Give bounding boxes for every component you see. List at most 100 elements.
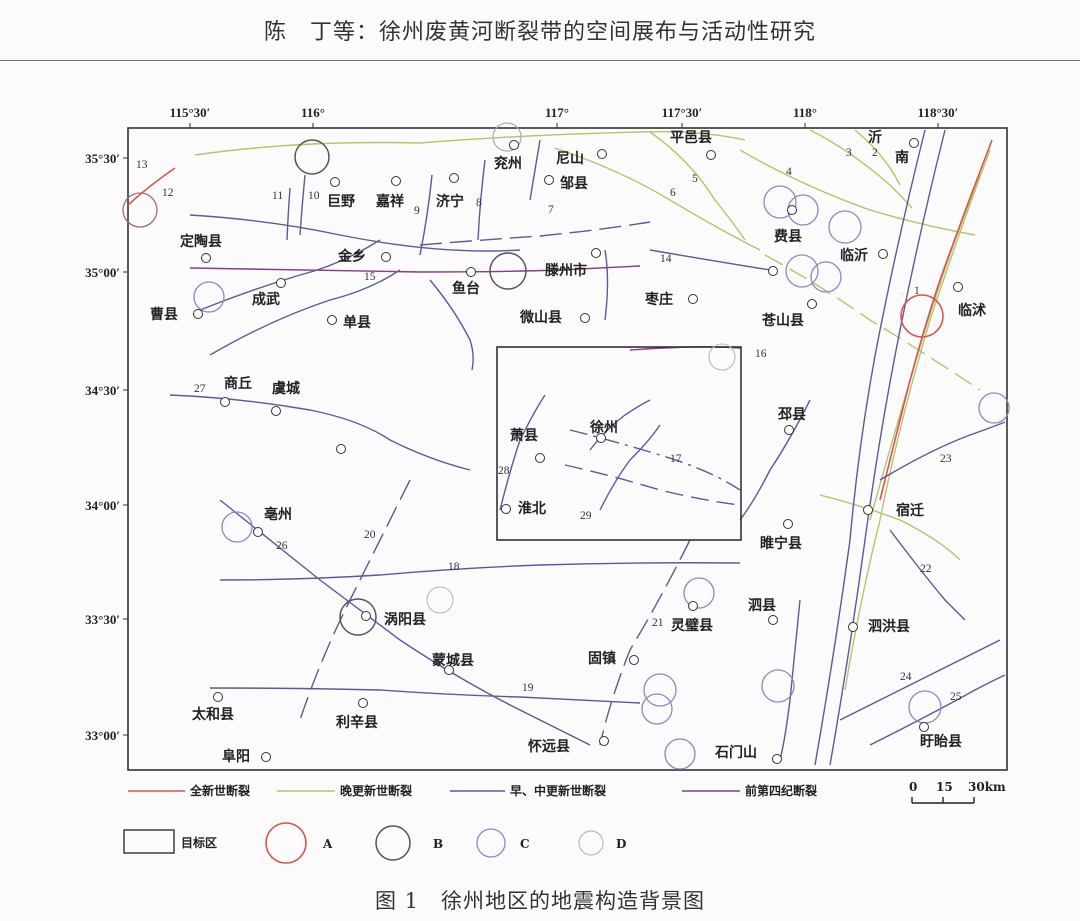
earthquake-circle-b [294,139,330,175]
place-label: 临沂 [840,247,868,264]
scale-label: 15 [936,780,953,794]
fault-number-labels: 1 2 3 4 5 6 7 8 9 10 11 12 13 14 15 16 1… [136,147,962,703]
fault-number: 3 [846,147,852,159]
lon-tick-label: 117°30′ [662,105,703,120]
fault-number: 10 [308,190,320,202]
fault-number: 5 [692,173,698,185]
place-label: 鱼台 [452,280,480,297]
place-labels: 平邑县 沂 南 兖州 尼山 邹县 巨野 嘉祥 济宁 费县 临沂 定陶县 金乡 滕… [150,129,986,765]
fault-number: 15 [364,271,376,283]
place-label: 定陶县 [180,233,222,250]
fault-number: 17 [670,453,682,465]
place-label: 金乡 [337,248,366,265]
header-rule [0,60,1080,61]
place-label: 尼山 [556,151,584,167]
fault-number: 22 [920,563,932,575]
fault-trace [599,424,661,511]
place-label: 南 [895,149,909,166]
figure-caption: 图 1 徐州地区的地震构造背景图 [374,889,706,913]
earthquake-circle-d [492,122,522,152]
fault-trace [819,494,961,561]
fault-trace [169,394,471,471]
fault-trace [419,221,651,246]
fault-number: 28 [498,465,510,477]
place-label: 滕州市 [545,262,587,279]
lon-tick-label: 116° [301,105,325,120]
earthquake-circle-b [339,598,377,636]
fault-trace [299,479,411,721]
fault-number: 20 [364,529,376,541]
legend-label: A [322,837,333,851]
fault-trace [127,167,176,206]
pre-quaternary-faults [189,265,741,351]
fault-number: 1 [914,285,920,297]
place-label: 枣庄 [644,291,673,308]
fault-trace [219,562,741,581]
legend-label: 前第四纪断裂 [745,783,817,798]
legend-circle-b [375,825,411,861]
fault-trace [564,464,741,506]
fault-trace [194,130,746,156]
place-label: 临沭 [958,302,986,319]
earthquake-circle-c [810,261,842,293]
earthquake-circle-c [641,693,673,725]
lon-axis: 115°30′ 116° 117° 117°30′ 118° 118°30′ [170,105,959,128]
place-label: 巨野 [327,194,355,210]
place-label: 灵璧县 [671,617,713,634]
legend-label: C [520,837,530,851]
legend-label: 早、中更新世断裂 [510,783,606,798]
fault-trace [809,129,913,209]
fault-trace [189,265,641,273]
fault-trace [299,174,306,236]
fault-trace [764,254,981,391]
earthquake-circle-d [708,343,736,371]
fault-number: 11 [272,190,283,202]
lat-tick-label: 35°30′ [85,151,120,166]
fault-trace [739,399,811,521]
earthquake-circle-c [664,738,696,770]
fault-trace [869,674,1006,746]
holocene-faults [127,139,993,501]
place-label: 嘉祥 [375,193,404,210]
settlement-markers [193,138,963,764]
fault-trace [839,639,1001,721]
fault-trace [889,529,966,621]
place-label: 沂 [868,129,882,146]
place-label: 邹县 [559,175,588,192]
fault-trace [529,139,541,201]
legend-circle-c [476,828,506,858]
fault-trace [879,421,1006,481]
lon-tick-label: 117° [545,105,569,120]
place-label: 怀远县 [528,738,570,755]
target-area-box [496,346,742,541]
fault-trace [779,599,801,761]
legend-label: B [433,837,443,851]
fault-number: 29 [580,510,592,522]
fault-trace [829,129,946,766]
earthquake-circle-c [785,254,819,288]
place-label: 亳州 [264,506,292,523]
fault-trace [419,174,433,256]
place-label: 涡阳县 [384,612,426,628]
fault-trace [604,249,609,321]
place-label: 单县 [343,314,371,331]
lon-tick-label: 118° [793,105,817,120]
lat-tick-label: 33°00′ [85,728,120,743]
map-frame [127,127,1008,771]
fault-trace [429,279,474,371]
place-label: 兖州 [494,155,522,172]
lon-tick-label: 115°30′ [170,105,211,120]
earthquake-circle-c [221,511,253,543]
fault-number: 27 [194,383,206,395]
earthquake-circle-c [908,690,942,724]
fault-trace [869,174,981,521]
fault-trace [219,499,591,746]
legend-label: 晚更新世断裂 [340,783,412,798]
lon-tick-label: 118°30′ [918,105,959,120]
place-label: 泗洪县 [868,618,910,635]
earthquake-circle-d [426,586,454,614]
fault-number: 18 [448,561,460,573]
fault-number: 9 [414,205,420,217]
place-label: 曹县 [150,306,178,323]
